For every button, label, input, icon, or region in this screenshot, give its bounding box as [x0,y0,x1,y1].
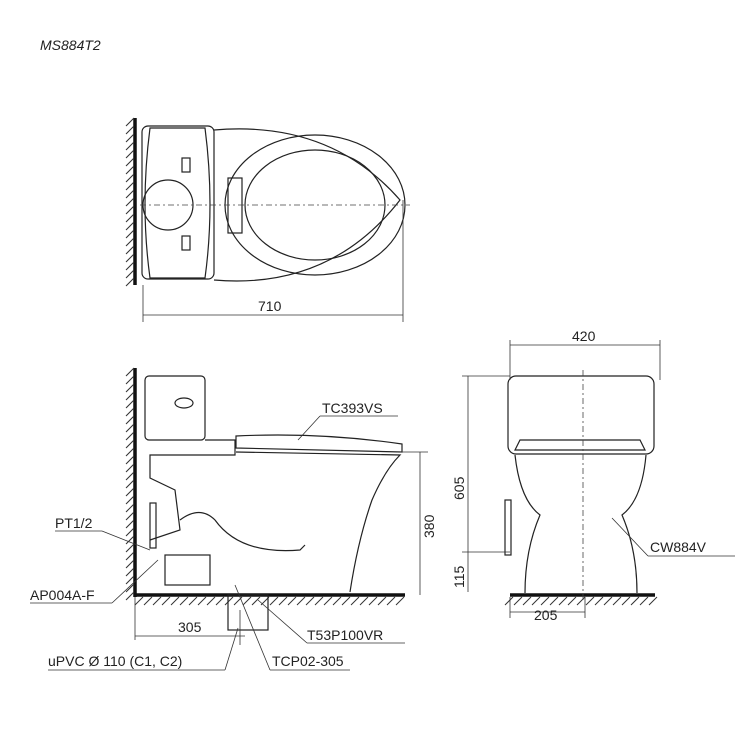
side-view: 380 305 TC393VS PT1/2 AP004A-F T53P100VR… [30,367,437,671]
dim-top-length: 710 [258,298,282,314]
outlet [164,554,211,586]
front-view: 420 605 115 205 CW884V [451,328,735,623]
drain-pipe [227,594,269,631]
seat-front [514,439,646,451]
seat-hinge [227,177,243,234]
dim-seat-height: 380 [421,514,437,538]
dim-front-offset: 205 [534,607,558,623]
dim-front-height: 605 [451,476,467,500]
supply-pipe [149,502,157,549]
tank-front [507,375,655,455]
label-valve: AP004A-F [30,587,95,603]
dim-supply-height: 115 [451,565,467,588]
body-front [514,454,647,594]
dim-front-width: 420 [572,328,596,344]
label-connector: TCP02-305 [272,653,344,669]
model-title: MS884T2 [40,37,101,53]
label-front-body: CW884V [650,539,707,555]
label-seat: TC393VS [322,400,383,416]
tank-outline [141,125,215,280]
label-pipe: uPVC Ø 110 (C1, C2) [48,653,182,669]
flush-lever [174,397,194,409]
tank-side [144,375,206,441]
bowl-opening [244,149,386,261]
bowl-outer [213,128,401,282]
label-flange: T53P100VR [307,627,383,643]
label-supply: PT1/2 [55,515,93,531]
wall-hatch [125,117,135,287]
seat-side [235,434,403,453]
dim-rough-in: 305 [178,619,202,635]
top-view: 710 [125,117,410,322]
